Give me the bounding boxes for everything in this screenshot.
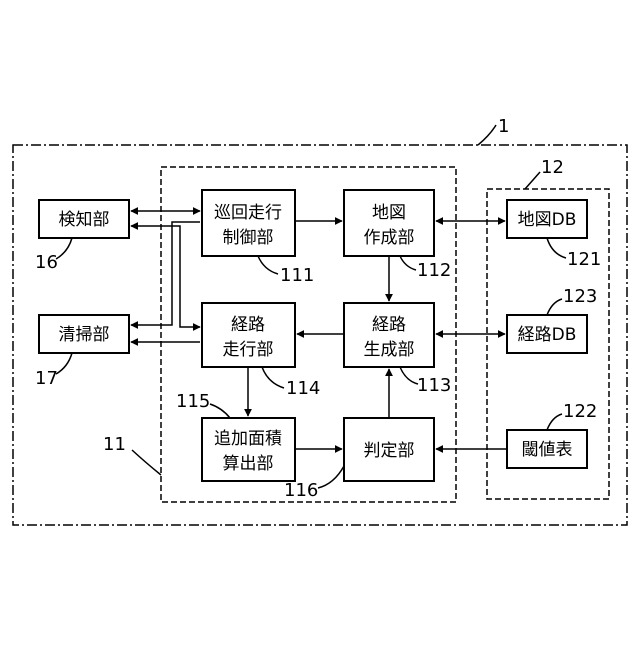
block-route-db: 経路DB: [507, 315, 587, 353]
ref-label-16: 16: [35, 252, 58, 273]
storage-ref-label: 12: [541, 157, 564, 178]
svg-text:閾値表: 閾値表: [522, 440, 573, 460]
ref-leader-111: [258, 256, 278, 274]
ref-label-111: 111: [280, 265, 314, 286]
ref-label-115: 115: [176, 391, 210, 412]
block-clean: 清掃部: [39, 315, 129, 353]
svg-text:経路: 経路: [372, 315, 406, 335]
svg-text:地図DB: 地図DB: [518, 210, 577, 230]
ref-label-112: 112: [417, 260, 451, 281]
svg-text:清掃部: 清掃部: [59, 325, 110, 345]
svg-text:算出部: 算出部: [223, 454, 274, 474]
ref-leader-121: [547, 238, 566, 258]
svg-text:生成部: 生成部: [364, 340, 415, 360]
block-route-generate: 経路 生成部: [344, 303, 434, 367]
ref-label-116: 116: [284, 480, 318, 501]
block-threshold-table: 閾値表: [507, 430, 587, 468]
svg-text:巡回走行: 巡回走行: [214, 203, 282, 223]
controller-ref-leader: [132, 450, 161, 475]
block-detect: 検知部: [39, 200, 129, 238]
svg-text:経路: 経路: [231, 315, 265, 335]
ref-label-121: 121: [567, 249, 601, 270]
svg-text:追加面積: 追加面積: [214, 429, 282, 449]
block-judge: 判定部: [344, 418, 434, 481]
block-patrol-control: 巡回走行 制御部: [202, 190, 295, 256]
ref-leader-112: [400, 256, 416, 270]
ref-label-114: 114: [286, 378, 320, 399]
ref-leader-123: [547, 299, 562, 315]
ref-leader-17: [56, 353, 72, 374]
arrow-patrol-clean: [131, 222, 200, 325]
controller-ref-label: 11: [103, 434, 126, 455]
storage-ref-leader: [525, 172, 540, 189]
system-ref-leader: [478, 125, 496, 145]
svg-text:制御部: 制御部: [223, 228, 274, 248]
svg-text:作成部: 作成部: [364, 228, 415, 248]
ref-leader-116: [318, 466, 344, 488]
svg-text:検知部: 検知部: [59, 210, 110, 230]
ref-leader-114: [262, 367, 284, 388]
ref-leader-16: [56, 238, 72, 259]
ref-leader-113: [400, 367, 418, 384]
svg-text:地図: 地図: [372, 203, 406, 223]
block-map-db: 地図DB: [507, 200, 587, 238]
ref-label-113: 113: [417, 375, 451, 396]
ref-label-17: 17: [35, 368, 58, 389]
system-ref-label: 1: [498, 116, 509, 137]
ref-label-123: 123: [563, 286, 597, 307]
arrow-detect-routerun: [131, 226, 200, 327]
block-area-calc: 追加面積 算出部: [202, 418, 295, 481]
ref-label-122: 122: [563, 401, 597, 422]
svg-text:経路DB: 経路DB: [518, 325, 577, 345]
svg-text:判定部: 判定部: [364, 441, 415, 461]
ref-leader-122: [547, 414, 562, 430]
block-route-run: 経路 走行部: [202, 303, 295, 367]
svg-text:走行部: 走行部: [223, 340, 274, 360]
ref-leader-115: [210, 404, 230, 418]
block-map-create: 地図 作成部: [344, 190, 434, 256]
